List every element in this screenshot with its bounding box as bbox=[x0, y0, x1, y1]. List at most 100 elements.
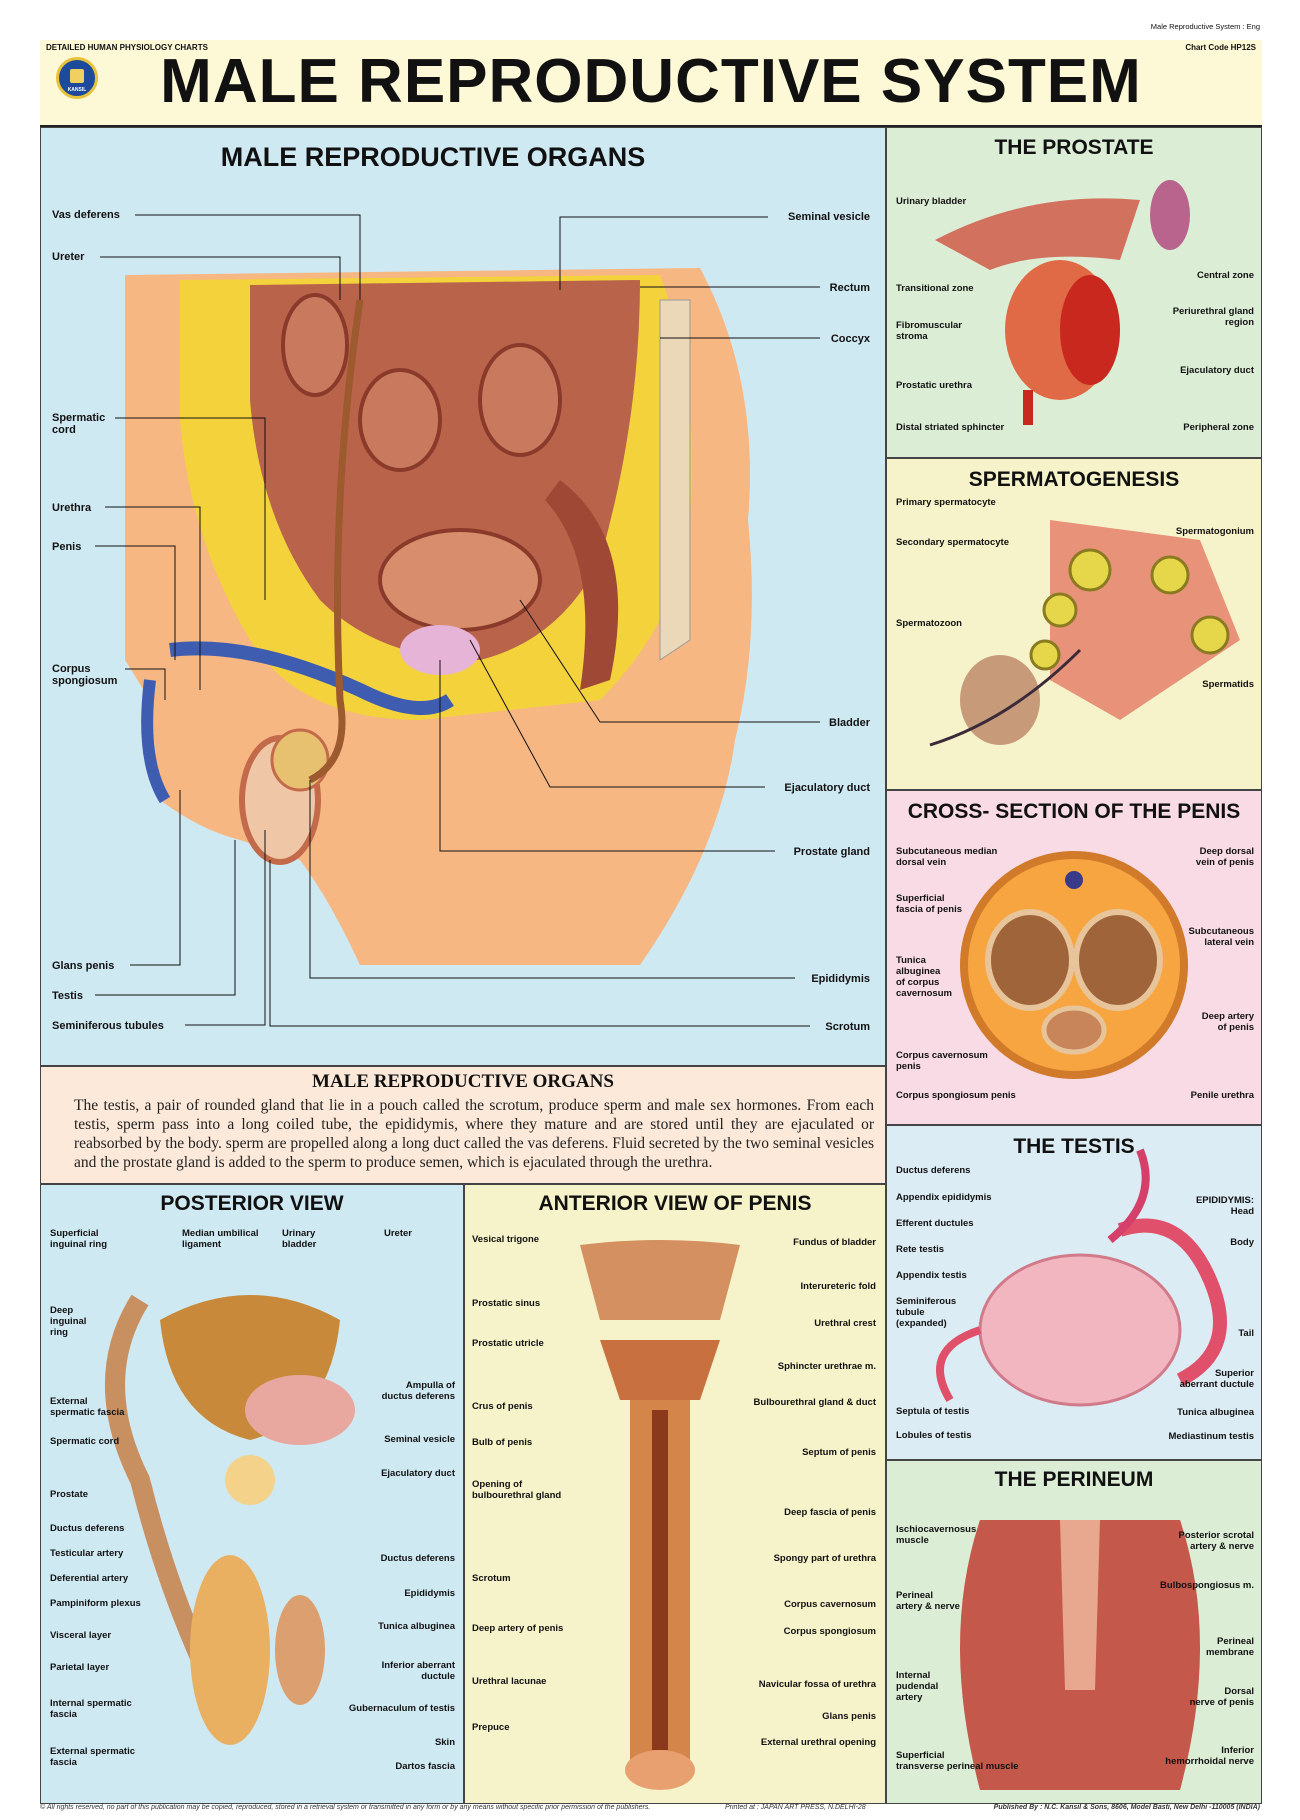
label-deep-fascia-penis: Deep fascia of penis bbox=[784, 1507, 876, 1518]
footer-printer: Printed at : JAPAN ART PRESS, N.DELHI-28 bbox=[725, 1804, 866, 1811]
label-urinary-bladder: Urinary bladder bbox=[896, 196, 967, 207]
description-text: The testis, a pair of rounded gland that… bbox=[74, 1097, 874, 1171]
label-ureter-p: Ureter bbox=[384, 1228, 412, 1239]
label-ductus-deferens-p: Ductus deferens bbox=[50, 1523, 125, 1534]
label-dorsal-nerve: Dorsal nerve of penis bbox=[1189, 1686, 1254, 1708]
label-vas-deferens: Vas deferens bbox=[52, 209, 120, 221]
label-ejaculatory-duct-p: Ejaculatory duct bbox=[381, 1468, 455, 1479]
label-lobules: Lobules of testis bbox=[896, 1430, 972, 1441]
perineum-title: THE PERINEUM bbox=[994, 1468, 1154, 1491]
label-prostate-p: Prostate bbox=[50, 1489, 89, 1500]
label-glans-penis: Glans penis bbox=[52, 960, 115, 972]
label-tunica-albuginea-cc: Tunica albuginea of corpus cavernosum bbox=[896, 955, 952, 999]
label-mediastinum: Mediastinum testis bbox=[1168, 1431, 1254, 1442]
label-opening-bulbourethral: Opening of bulbourethral gland bbox=[472, 1479, 562, 1501]
label-deep-dorsal-vein: Deep dorsal vein of penis bbox=[1195, 846, 1254, 868]
label-superficial-transverse: Superficial transverse perineal muscle bbox=[896, 1750, 1019, 1772]
main-organs-panel: MALE REPRODUCTIVE ORGANS bbox=[40, 127, 886, 1066]
label-bulb-of-penis: Bulb of penis bbox=[472, 1437, 533, 1448]
label-epididymis-body: Body bbox=[1230, 1237, 1254, 1248]
label-perineal-artery: Perineal artery & nerve bbox=[896, 1590, 960, 1612]
label-median-umbilical-ligament: Median umbilical ligament bbox=[182, 1228, 259, 1250]
label-ejaculatory-duct: Ejaculatory duct bbox=[784, 782, 870, 794]
spermatogenesis-title: SPERMATOGENESIS bbox=[968, 468, 1180, 491]
label-corpus-spongiosum-a: Corpus spongiosum bbox=[783, 1626, 876, 1637]
label-deep-inguinal-ring: Deep inguinal ring bbox=[50, 1305, 87, 1338]
label-inferior-aberrant-ductule: Inferior aberrant ductule bbox=[381, 1660, 455, 1682]
label-inferior-hemorrhoidal: Inferior hemorrhoidal nerve bbox=[1165, 1745, 1254, 1767]
label-prostate-ejaculatory-duct: Ejaculatory duct bbox=[1180, 365, 1254, 376]
label-efferent-ductules: Efferent ductules bbox=[896, 1218, 974, 1229]
label-subcutaneous-median-dorsal-vein: Subcutaneous median dorsal vein bbox=[896, 846, 998, 868]
label-deep-artery: Deep artery of penis bbox=[1201, 1011, 1254, 1033]
label-ampulla: Ampulla of ductus deferens bbox=[381, 1380, 455, 1402]
label-distal-striated-sphincter: Distal striated sphincter bbox=[896, 422, 1005, 433]
penis-section-title: CROSS- SECTION OF THE PENIS bbox=[907, 800, 1241, 823]
description-panel bbox=[40, 1066, 886, 1184]
label-spermatids: Spermatids bbox=[1202, 679, 1254, 690]
label-primary-spermatocyte: Primary spermatocyte bbox=[896, 497, 996, 508]
label-ductus-deferens-t: Ductus deferens bbox=[896, 1165, 971, 1176]
logo-text: KANSIL bbox=[67, 87, 87, 93]
label-glans-penis-a: Glans penis bbox=[822, 1711, 876, 1722]
label-urethra: Urethra bbox=[52, 502, 92, 514]
label-seminiferous-tubule-expanded: Seminiferous tubule (expanded) bbox=[896, 1296, 957, 1329]
label-central-zone: Central zone bbox=[1196, 270, 1254, 281]
label-crus-of-penis: Crus of penis bbox=[472, 1401, 533, 1412]
label-ischiocavernosus: Ischiocavernosus muscle bbox=[896, 1524, 977, 1546]
label-spongy-part-urethra: Spongy part of urethra bbox=[773, 1553, 876, 1564]
main-organs-title: MALE REPRODUCTIVE ORGANS bbox=[220, 142, 646, 172]
label-skin: Skin bbox=[434, 1737, 455, 1748]
label-transitional-zone: Transitional zone bbox=[896, 283, 974, 294]
label-superficial-inguinal-ring: Superficial inguinal ring bbox=[50, 1228, 107, 1250]
anterior-view-title: ANTERIOR VIEW OF PENIS bbox=[538, 1192, 812, 1215]
label-rete-testis: Rete testis bbox=[896, 1244, 945, 1255]
label-sphincter-urethrae: Sphincter urethrae m. bbox=[777, 1361, 876, 1372]
label-spermatozoon: Spermatozoon bbox=[896, 618, 962, 629]
label-deferential-artery: Deferential artery bbox=[50, 1573, 129, 1584]
series-label: DETAILED HUMAN PHYSIOLOGY CHARTS bbox=[46, 43, 208, 52]
label-scrotum-a: Scrotum bbox=[472, 1573, 511, 1584]
label-epididymis-head: EPIDIDYMIS: Head bbox=[1195, 1195, 1254, 1217]
chart-code: Chart Code HP12S bbox=[1185, 43, 1256, 52]
label-internal-spermatic-fascia: Internal spermatic fascia bbox=[50, 1698, 132, 1720]
label-urethral-crest: Urethral crest bbox=[814, 1318, 876, 1329]
label-urinary-bladder-p: Urinary bladder bbox=[282, 1228, 317, 1250]
label-penile-urethra: Penile urethra bbox=[1190, 1090, 1254, 1101]
label-seminal-vesicle-p: Seminal vesicle bbox=[384, 1434, 455, 1445]
footer-rights: © All rights reserved, no part of this p… bbox=[40, 1804, 651, 1811]
label-spermatic-cord: Spermatic cord bbox=[52, 412, 106, 436]
label-scrotum: Scrotum bbox=[825, 1021, 870, 1033]
label-peripheral-zone: Peripheral zone bbox=[1183, 422, 1254, 433]
label-rectum: Rectum bbox=[829, 282, 870, 294]
label-deep-artery-penis-a: Deep artery of penis bbox=[472, 1623, 564, 1634]
label-epididymis: Epididymis bbox=[811, 973, 870, 985]
label-gubernaculum: Gubernaculum of testis bbox=[348, 1703, 455, 1714]
label-testicular-artery: Testicular artery bbox=[50, 1548, 124, 1559]
label-navicular-fossa: Navicular fossa of urethra bbox=[758, 1679, 876, 1690]
posterior-view-title: POSTERIOR VIEW bbox=[160, 1192, 344, 1215]
label-appendix-epididymis: Appendix epididymis bbox=[896, 1192, 992, 1203]
label-pampiniform-plexus: Pampiniform plexus bbox=[50, 1598, 141, 1609]
label-bladder: Bladder bbox=[829, 717, 870, 729]
label-superior-aberrant: Superior aberrant ductule bbox=[1179, 1368, 1254, 1390]
label-secondary-spermatocyte: Secondary spermatocyte bbox=[896, 537, 1009, 548]
label-corpus-cavernosum-a: Corpus cavernosum bbox=[784, 1599, 876, 1610]
label-epididymis-p: Epididymis bbox=[404, 1588, 455, 1599]
label-fibromuscular-stroma: Fibromuscular stroma bbox=[896, 320, 962, 342]
label-prepuce: Prepuce bbox=[472, 1722, 510, 1733]
label-posterior-scrotal: Posterior scrotal artery & nerve bbox=[1178, 1530, 1255, 1552]
label-seminiferous-tubules: Seminiferous tubules bbox=[52, 1020, 164, 1032]
label-bulbourethral-gland: Bulbourethral gland & duct bbox=[753, 1397, 876, 1408]
label-visceral-layer: Visceral layer bbox=[50, 1630, 112, 1641]
label-perineal-membrane: Perineal membrane bbox=[1205, 1636, 1254, 1658]
label-corpus-spongiosum: Corpus spongiosum bbox=[52, 663, 118, 687]
label-external-spermatic-fascia: External spermatic fascia bbox=[50, 1396, 125, 1418]
label-appendix-testis: Appendix testis bbox=[896, 1270, 967, 1281]
label-internal-pudendal: Internal pudendal artery bbox=[896, 1670, 939, 1703]
label-ductus-deferens-p2: Ductus deferens bbox=[380, 1553, 455, 1564]
label-urethral-lacunae: Urethral lacunae bbox=[472, 1676, 547, 1687]
label-interureteric-fold: Interureteric fold bbox=[800, 1281, 877, 1292]
label-ureter: Ureter bbox=[52, 251, 85, 263]
label-seminal-vesicle: Seminal vesicle bbox=[788, 211, 870, 223]
